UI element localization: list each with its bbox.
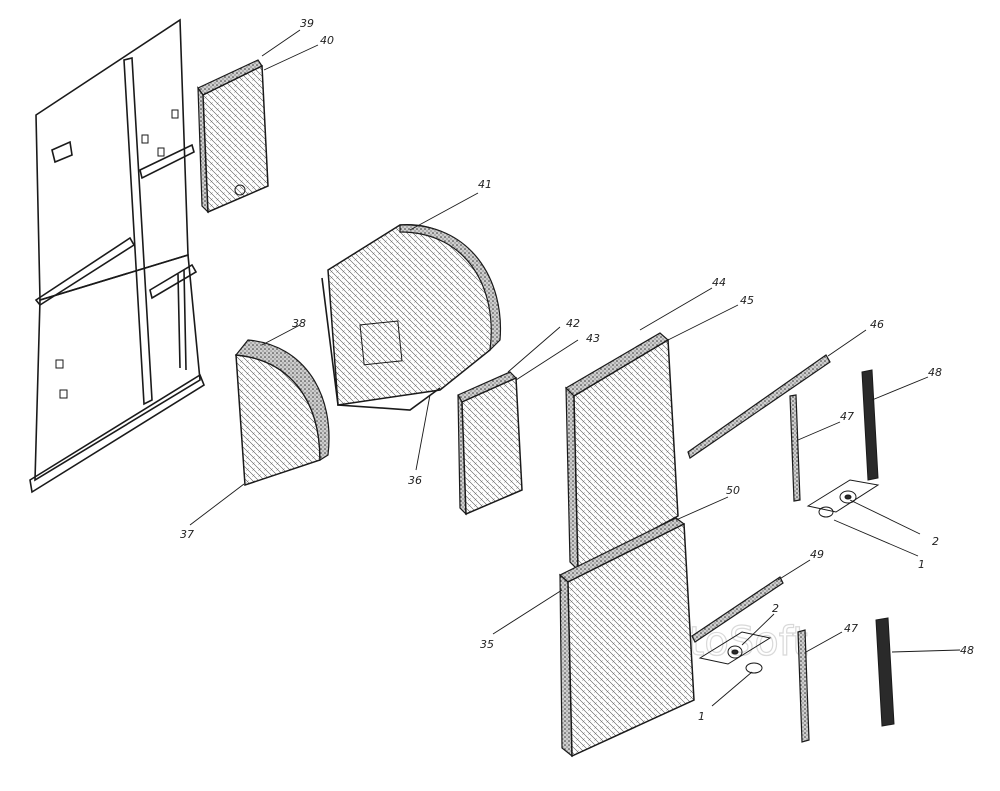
callout-38: 38	[292, 317, 306, 330]
callout-37: 37	[180, 528, 194, 541]
callout-2-upper: 2	[932, 535, 939, 548]
callout-36: 36	[408, 474, 422, 487]
callout-1-lower: 1	[698, 710, 705, 723]
part-35-50-lower-panel	[558, 517, 695, 758]
callout-2-lower: 2	[772, 602, 779, 615]
callout-41: 41	[478, 178, 492, 191]
callout-47-lower: 47	[844, 622, 858, 635]
part-44-45-upper-panel	[565, 332, 679, 572]
callout-46: 46	[870, 318, 884, 331]
callout-48-upper: 48	[928, 366, 942, 379]
door-frame	[29, 18, 205, 494]
callout-49: 49	[810, 548, 824, 561]
callout-44: 44	[712, 276, 726, 289]
callout-1-upper: 1	[918, 558, 925, 571]
callout-43: 43	[586, 332, 600, 345]
callout-50: 50	[726, 484, 740, 497]
callout-35: 35	[480, 638, 494, 651]
part-41-housing	[321, 224, 502, 411]
part-40-panel	[197, 59, 269, 214]
callout-48-lower: 48	[960, 644, 974, 657]
bracket-upper	[806, 479, 880, 518]
part-48-strips	[861, 369, 895, 727]
part-49-rod	[691, 576, 784, 643]
callout-39: 39	[300, 17, 314, 30]
bracket-lower	[698, 631, 772, 674]
callout-47-upper: 47	[840, 410, 854, 423]
part-42-43-panel	[457, 371, 523, 516]
part-47-strips	[789, 394, 810, 743]
part-37-38-quarter-panel	[234, 339, 330, 487]
part-46-rod	[687, 354, 831, 459]
callout-45: 45	[740, 294, 754, 307]
callout-42: 42	[566, 317, 580, 330]
callout-40: 40	[320, 34, 334, 47]
leader-lines	[189, 29, 961, 707]
callout-labels: 39 40 41 38 36 37 42 43 44 45 46 47 48 2…	[180, 17, 974, 723]
